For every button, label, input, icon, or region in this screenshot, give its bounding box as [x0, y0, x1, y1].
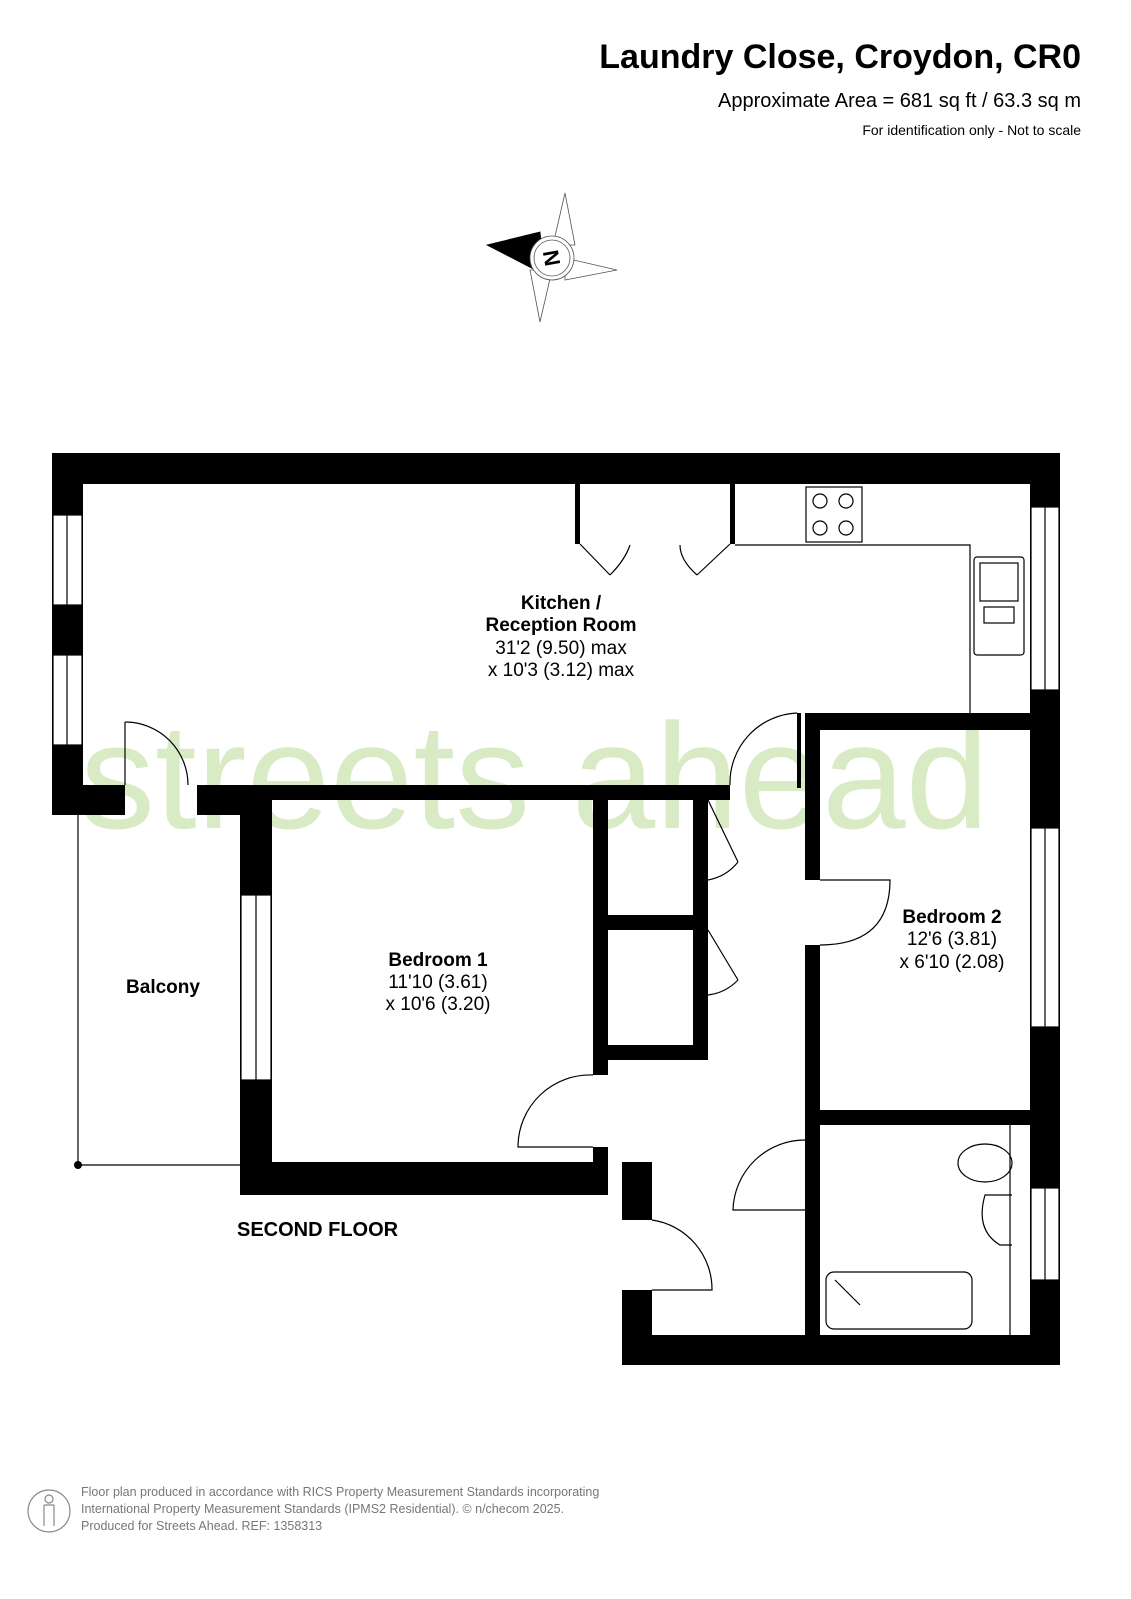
person-icon [27, 1489, 71, 1533]
footer-line: International Property Measurement Stand… [81, 1502, 565, 1516]
room-dimension: 31'2 (9.50) max [495, 638, 627, 659]
room-dimension: 11'10 (3.61) [388, 972, 487, 993]
room-dimension: x 6'10 (2.08) [899, 952, 1004, 973]
room-dimension: x 10'3 (3.12) max [488, 660, 635, 681]
approximate-area: Approximate Area = 681 sq ft / 63.3 sq m [718, 90, 1081, 112]
fittings [77, 486, 1025, 1335]
plan-title: Laundry Close, Croydon, CR0 [599, 38, 1081, 76]
room-name: Bedroom 2 [902, 907, 1001, 928]
scale-note: For identification only - Not to scale [862, 122, 1081, 138]
room-name: Kitchen / [521, 593, 602, 614]
compass-north-letter: N [538, 248, 565, 268]
walls [52, 453, 1060, 1365]
windows [52, 506, 1060, 1281]
footer-line: Produced for Streets Ahead. REF: 1358313 [81, 1519, 323, 1533]
room-name: Bedroom 1 [388, 950, 488, 971]
floor-label: SECOND FLOOR [237, 1219, 399, 1241]
room-kitchen-reception: Kitchen / Reception Room 31'2 (9.50) max… [486, 593, 637, 681]
room-bedroom-2: Bedroom 2 12'6 (3.81) x 6'10 (2.08) [899, 907, 1004, 973]
compass-rose-icon: N [485, 192, 618, 323]
room-bedroom-1: Bedroom 1 11'10 (3.61) x 10'6 (3.20) [385, 950, 490, 1015]
room-dimension: x 10'6 (3.20) [385, 994, 490, 1015]
footer-line: Floor plan produced in accordance with R… [81, 1485, 600, 1499]
footer-text: Floor plan produced in accordance with R… [81, 1484, 599, 1535]
room-name: Reception Room [486, 615, 637, 636]
room-dimension: 12'6 (3.81) [907, 929, 997, 950]
room-balcony: Balcony [126, 977, 200, 998]
